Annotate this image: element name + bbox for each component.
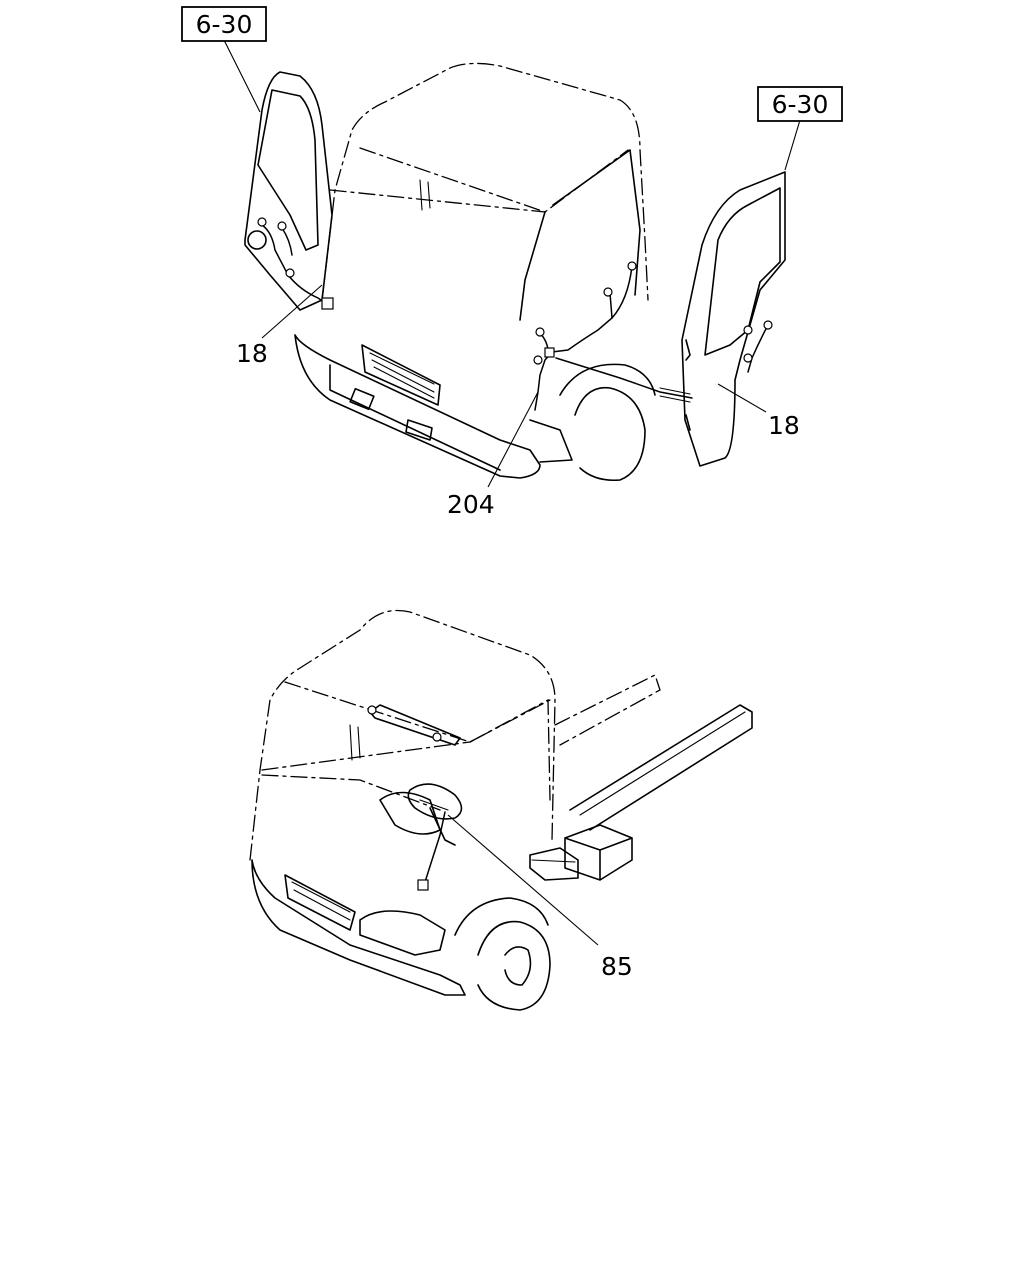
lower-side-window [469,698,551,801]
frame-rail-lower [569,704,753,831]
right-door-hinge [685,339,691,431]
callout-18-left: 18 [236,339,268,368]
leader-ref-left [223,39,261,113]
bumper-lower [329,364,501,471]
lower-grille [284,874,356,931]
leader-18-right [717,383,767,413]
lower-cab-outline [249,609,556,861]
battery-tray [529,847,579,881]
grille-slats [369,352,435,399]
steering-harness-wire [424,811,446,883]
left-door-outer [244,71,333,311]
left-door-connector [321,297,334,310]
reference-box-right: 6-30 [757,86,843,122]
lower-windshield [261,741,471,771]
leader-ref-right [784,119,801,171]
grille [361,344,441,406]
battery-box [564,824,633,881]
dashboard-line [261,774,441,811]
bottom-cab-view [249,609,753,1011]
dash-console [379,791,441,835]
left-door-mirror-mount [247,230,267,250]
fog-light-left [349,387,375,411]
bumper-side-step [529,419,573,463]
left-door-window [257,89,319,251]
license-plate-area [405,419,433,441]
steering-wheel [407,783,463,820]
callout-18-right: 18 [768,411,800,440]
lower-windshield-pillar [349,724,361,761]
lower-bumper [251,859,466,996]
lower-front-wheel [477,920,551,1011]
leader-204 [487,391,539,488]
front-bumper [294,334,541,479]
windshield-line [329,189,546,213]
side-window-right [552,149,641,296]
frame-rail-upper [554,674,661,746]
leader-18-left [261,284,323,339]
callout-85: 85 [601,952,633,981]
front-harness-wire [534,265,633,411]
front-wheel [574,386,646,482]
reference-left-text: 6-30 [196,10,253,39]
cab-outline [321,62,649,301]
right-door-window [704,187,781,356]
steering-harness-connector [417,879,429,891]
a-pillar-right [519,211,546,321]
top-cab-view [223,39,801,488]
lower-wheel-arch [454,897,549,936]
door-link-harness [555,357,693,399]
steering-column [429,807,456,846]
windshield-pillar [419,179,431,211]
callout-204: 204 [447,490,495,519]
roof-harness-panel [369,704,461,746]
lower-headlight [359,910,446,956]
wheel-arch [559,363,656,396]
right-door-outer [681,171,786,467]
leader-85 [447,814,599,946]
reference-right-text: 6-30 [772,90,829,119]
reference-box-left: 6-30 [181,6,267,42]
